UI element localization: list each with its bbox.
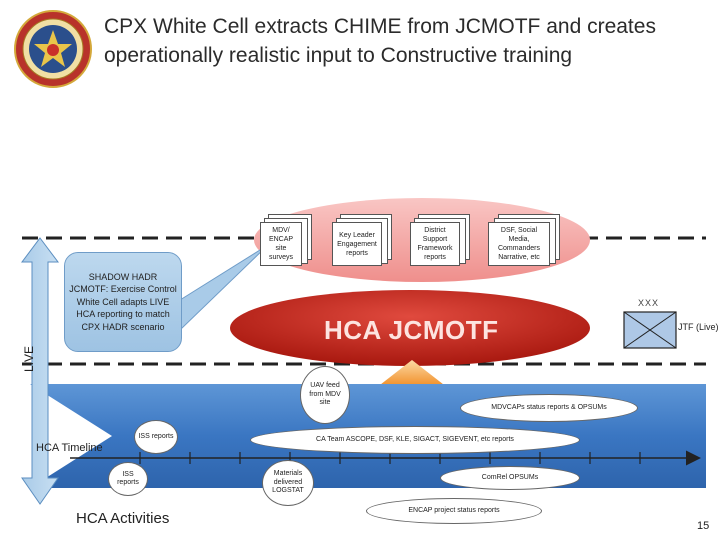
hca-timeline-label: HCA Timeline <box>36 442 103 454</box>
page-number: 15 <box>697 520 710 532</box>
bubble-materials-delivered: Materials delivered LOGSTAT <box>262 460 314 506</box>
unit-name-label: JTF (Live) <box>678 322 719 332</box>
shadow-hadr-callout: SHADOW HADR JCMOTF: Exercise Control Whi… <box>64 252 182 352</box>
timeline-ticks <box>139 452 641 464</box>
bubble-encap-project-status: ENCAP project status reports <box>366 498 542 524</box>
command-seal-icon <box>14 10 92 88</box>
bubble-iss-reports-upper: ISS reports <box>134 420 178 454</box>
live-double-arrow <box>21 237 59 505</box>
doc-district-support-framework: District Support Framework reports <box>410 222 460 266</box>
doc-key-leader-engagement: Key Leader Engagement reports <box>332 222 382 266</box>
bubble-uav-feed: UAV feed from MDV site <box>300 366 350 424</box>
bubble-mdvcaps-status: MDVCAPs status reports & OPSUMs <box>460 394 638 422</box>
bubble-comrel-opsums: ComRel OPSUMs <box>440 466 580 490</box>
upward-feed-arrow <box>376 360 448 388</box>
doc-mdv-encap-surveys: MDV/ ENCAP site surveys <box>260 222 302 266</box>
hca-activities-label: HCA Activities <box>76 510 170 527</box>
live-label: LIVE <box>22 345 36 372</box>
bubble-iss-reports-lower: ISS reports <box>108 462 148 496</box>
unit-echelon-label: XXX <box>638 298 660 308</box>
hca-jcmotf-ellipse <box>230 290 590 366</box>
bubble-ca-team-reports: CA Team ASCOPE, DSF, KLE, SIGACT, SIGEVE… <box>250 426 580 454</box>
doc-dsf-social-media: DSF, Social Media, Commanders Narrative,… <box>488 222 550 266</box>
slide-title: CPX White Cell extracts CHIME from JCMOT… <box>104 15 656 67</box>
hca-jcmotf-label: HCA JCMOTF <box>324 315 499 345</box>
